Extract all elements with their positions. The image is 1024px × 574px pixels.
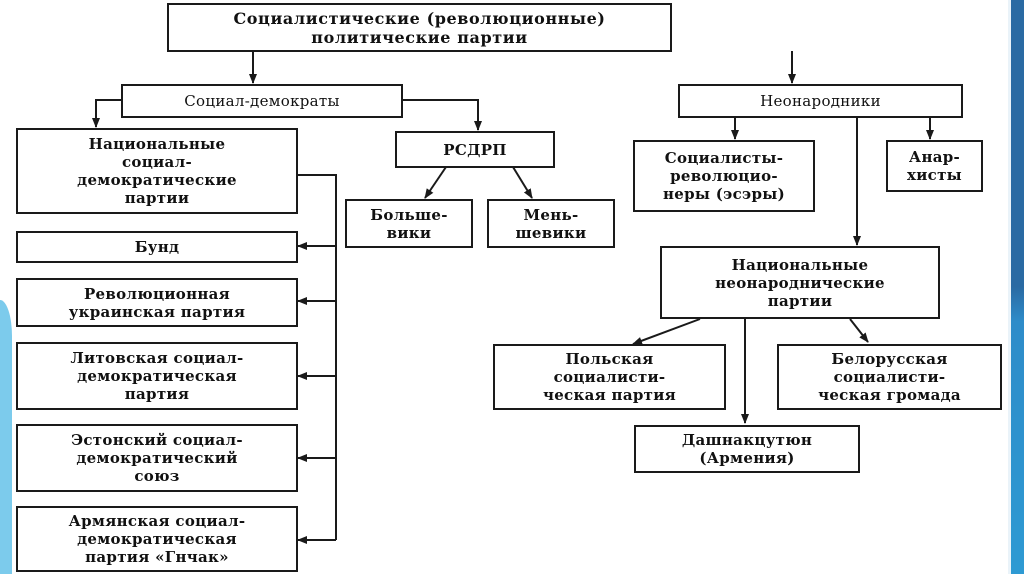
box-social-democrats: Социал-демократы [121, 84, 403, 118]
box-dashnaktsutyun: Дашнакцутюн (Армения) [634, 425, 860, 473]
box-estonian: Эстонский социал- демократический союз [16, 424, 298, 492]
arrow-to-polish [632, 318, 701, 345]
box-belarus: Белорусская социалисти- ческая громада [777, 344, 1002, 410]
box-bund: Бунд [16, 231, 298, 263]
box-armenian-gnchak: Армянская социал- демократическая партия… [16, 506, 298, 572]
box-anarchists: Анар- хисты [886, 140, 983, 192]
box-lithuanian: Литовская социал- демократическая партия [16, 342, 298, 410]
arrow-sd-to-rsdrp [402, 99, 482, 131]
arrow-to-belarus [849, 318, 869, 343]
right-decor-stripe [1011, 0, 1024, 574]
box-root: Социалистические (революционные) политич… [167, 3, 672, 52]
left-decor-stripe [0, 300, 12, 574]
right-decor-edge [1008, 0, 1011, 574]
box-national-neonarodnik: Национальные неонароднические партии [660, 246, 940, 319]
box-rsdrp: РСДРП [395, 131, 555, 168]
box-bolsheviks: Больше- вики [345, 199, 473, 248]
arrow-sd-to-national [92, 99, 122, 128]
box-neonarodniki: Неонародники [678, 84, 963, 118]
national-trunk [297, 174, 337, 540]
box-ukrainian: Революционная украинская партия [16, 278, 298, 327]
box-mensheviks: Мень- шевики [487, 199, 615, 248]
box-sr: Социалисты- революцио- неры (эсэры) [633, 140, 815, 212]
arrow-rsdrp-to-mensheviks [512, 166, 533, 199]
box-polish: Польская социалисти- ческая партия [493, 344, 726, 410]
arrow-rsdrp-to-bolsheviks [424, 166, 447, 199]
box-national-sd-parties: Национальные социал- демократические пар… [16, 128, 298, 214]
